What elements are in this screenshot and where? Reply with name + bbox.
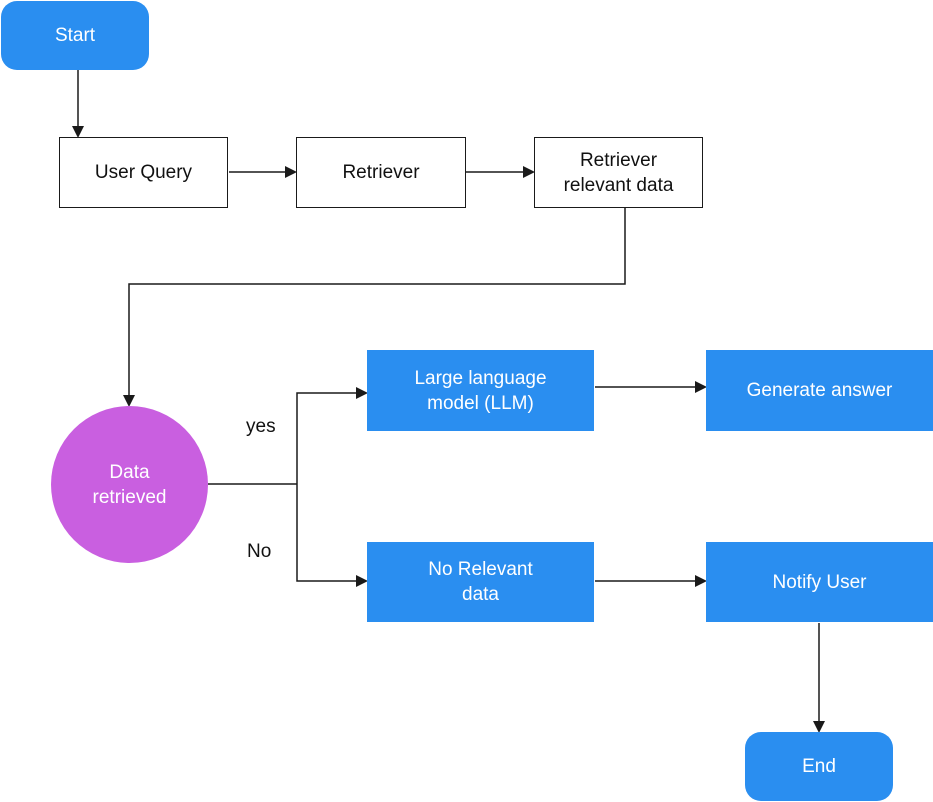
llm-node: Large language model (LLM) xyxy=(367,350,594,431)
notify-user-node: Notify User xyxy=(706,542,933,622)
arrow-relevant-data-to-decision xyxy=(123,208,626,407)
start-node: Start xyxy=(1,1,149,70)
retriever-relevant-data-label: Retriever relevant data xyxy=(563,149,674,196)
llm-label: Large language model (LLM) xyxy=(414,367,547,414)
start-label: Start xyxy=(54,25,96,46)
retriever-relevant-data-node: Retriever relevant data xyxy=(534,137,703,208)
end-label: End xyxy=(802,756,836,777)
user-query-node: User Query xyxy=(59,137,228,208)
arrow-branch-no-to-no-relevant-data xyxy=(296,484,368,587)
arrow-branch-yes-to-llm xyxy=(296,387,368,484)
no-relevant-data-label: No Relevant data xyxy=(428,559,533,605)
data-retrieved-decision: Data retrieved xyxy=(51,406,208,563)
generate-answer-node: Generate answer xyxy=(706,350,933,431)
user-query-label: User Query xyxy=(94,162,193,183)
no-branch-label: No xyxy=(247,541,272,562)
end-node: End xyxy=(745,732,893,801)
notify-user-label: Notify User xyxy=(772,571,867,593)
data-retrieved-label: Data retrieved xyxy=(92,461,167,508)
retriever-node: Retriever xyxy=(296,137,466,208)
retriever-label: Retriever xyxy=(342,162,420,183)
generate-answer-label: Generate answer xyxy=(746,380,893,401)
yes-branch-label: yes xyxy=(246,416,276,437)
no-relevant-data-node: No Relevant data xyxy=(367,542,594,622)
